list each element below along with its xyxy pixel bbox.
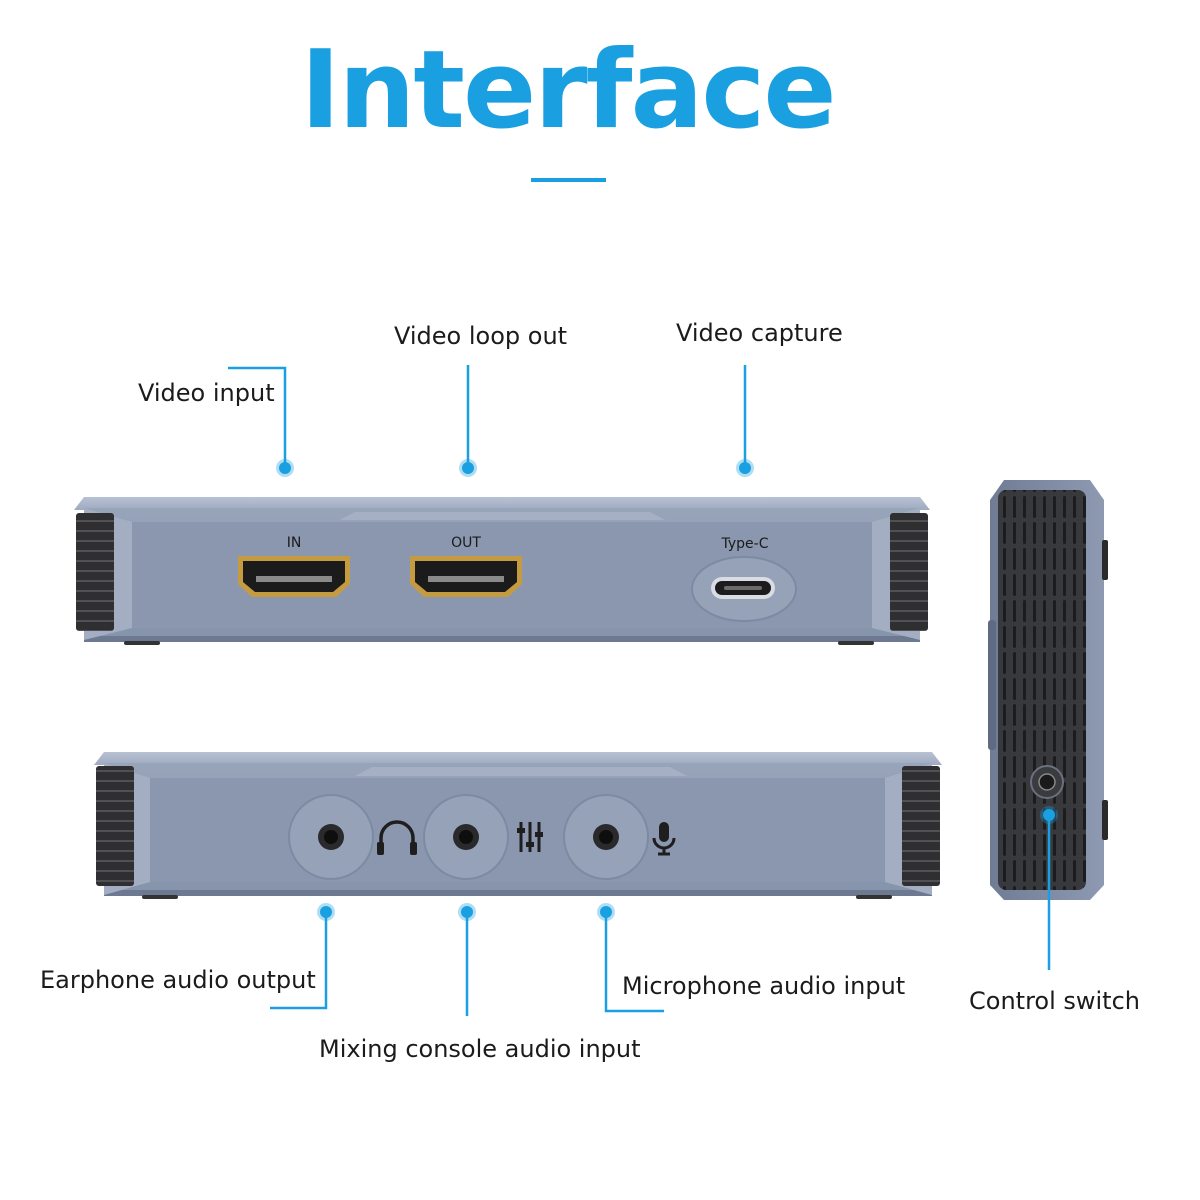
label-video-loop-out: Video loop out — [394, 322, 568, 350]
label-microphone-audio-input: Microphone audio input — [622, 972, 906, 1000]
device-front-view: IN OUT Type-C — [74, 497, 930, 645]
hdmi-out-port-icon — [410, 556, 522, 597]
title-underline — [531, 178, 606, 182]
label-control-switch: Control switch — [969, 987, 1140, 1015]
control-switch-icon — [1030, 765, 1064, 799]
label-video-capture: Video capture — [676, 319, 843, 347]
heatsink-left-rear-icon — [96, 766, 134, 886]
microphone-icon — [652, 822, 676, 856]
device-rear-view — [94, 752, 942, 899]
sliders-icon — [517, 822, 543, 852]
callout-dots-top — [276, 459, 754, 477]
usb-type-c-port-icon — [691, 556, 797, 622]
label-earphone-audio-output: Earphone audio output — [40, 966, 316, 994]
port-label-type-c: Type-C — [721, 536, 769, 552]
callout-dots-bottom — [317, 903, 615, 921]
earphone-jack-icon — [288, 794, 374, 880]
heatsink-right-rear-icon — [902, 766, 940, 886]
microphone-jack-icon — [563, 794, 649, 880]
headphones-icon — [377, 820, 417, 855]
mixing-console-jack-icon — [423, 794, 509, 880]
callout-lines-bottom — [270, 914, 664, 1016]
port-label-in: IN — [287, 535, 302, 551]
hdmi-in-port-icon — [238, 556, 350, 597]
page-title: Interface — [300, 28, 836, 153]
callout-control-switch — [1040, 806, 1058, 970]
port-label-out: OUT — [451, 535, 481, 551]
callout-lines-top — [228, 365, 747, 466]
device-side-view — [988, 480, 1108, 900]
label-video-input: Video input — [138, 379, 275, 407]
label-mixing-console-audio-input: Mixing console audio input — [319, 1035, 641, 1063]
heatsink-left-icon — [76, 513, 114, 631]
heatsink-right-icon — [890, 513, 928, 631]
